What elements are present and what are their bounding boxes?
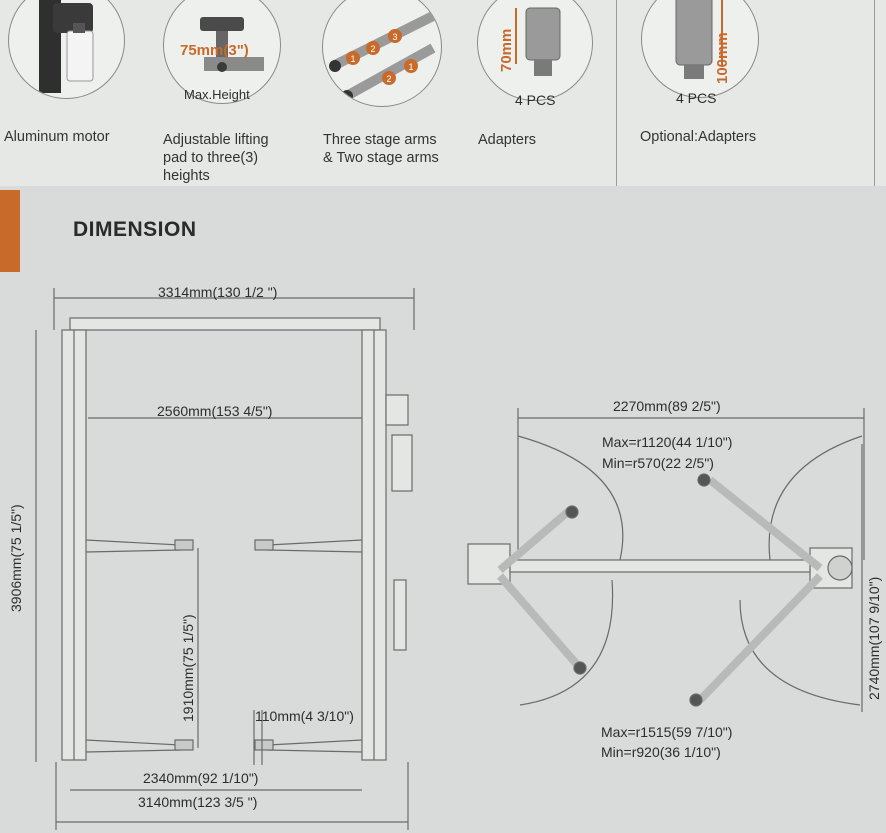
stage-label: 2 <box>370 44 375 54</box>
accent-bar <box>0 190 20 272</box>
stage-label: 1 <box>350 54 355 64</box>
short-arm-max-label: Max=r1120(44 1/10") <box>602 434 733 450</box>
pcs-label: 4 PCS <box>676 90 717 106</box>
divider <box>874 0 875 186</box>
base-outer-label: 3140mm(123 3/5 ") <box>138 794 258 810</box>
stage-label: 2 <box>386 74 391 84</box>
pcs-label: 4 PCS <box>515 92 556 108</box>
height-badge: 75mm(3") <box>180 42 249 59</box>
feature-caption: pad to three(3) <box>163 150 259 166</box>
top-depth-label: 2740mm(107 9/10") <box>866 576 882 700</box>
feature-caption: Aluminum motor <box>4 129 110 145</box>
adapter-icon <box>477 0 593 101</box>
stage-label: 3 <box>392 32 397 42</box>
feature-caption: & Two stage arms <box>323 150 439 166</box>
max-height-label: Max.Height <box>184 87 250 102</box>
optional-adapter-icon <box>641 0 759 98</box>
motor-icon <box>8 0 125 99</box>
pad-height-label: 110mm(4 3/10") <box>255 708 354 724</box>
top-width-label: 2270mm(89 2/5") <box>613 398 721 414</box>
overall-width-label: 3314mm(130 1/2 ") <box>158 284 278 300</box>
inner-width-label: 2560mm(153 4/5") <box>157 403 273 419</box>
feature-caption: Three stage arms <box>323 132 437 148</box>
feature-caption: Adapters <box>478 132 537 148</box>
long-arm-min-label: Min=r920(36 1/10") <box>601 744 721 760</box>
height-label: 3906mm(75 1/5") <box>8 504 24 612</box>
stage-markers: 1 2 3 2 1 <box>346 29 418 85</box>
feature-caption: heights <box>163 168 210 184</box>
feature-caption: Adjustable lifting <box>163 132 269 148</box>
short-arm-min-label: Min=r570(22 2/5") <box>602 455 714 471</box>
section-title: DIMENSION <box>73 218 197 241</box>
arm-height-label: 1910mm(75 1/5") <box>180 614 196 722</box>
base-inner-label: 2340mm(92 1/10") <box>143 770 259 786</box>
long-arm-max-label: Max=r1515(59 7/10") <box>601 724 733 740</box>
divider <box>616 0 617 186</box>
lifting-pad-icon <box>163 0 281 104</box>
arms-icon: 1 2 3 2 1 <box>322 0 442 107</box>
stage-label: 1 <box>408 62 413 72</box>
feature-caption: Optional:Adapters <box>640 129 757 145</box>
